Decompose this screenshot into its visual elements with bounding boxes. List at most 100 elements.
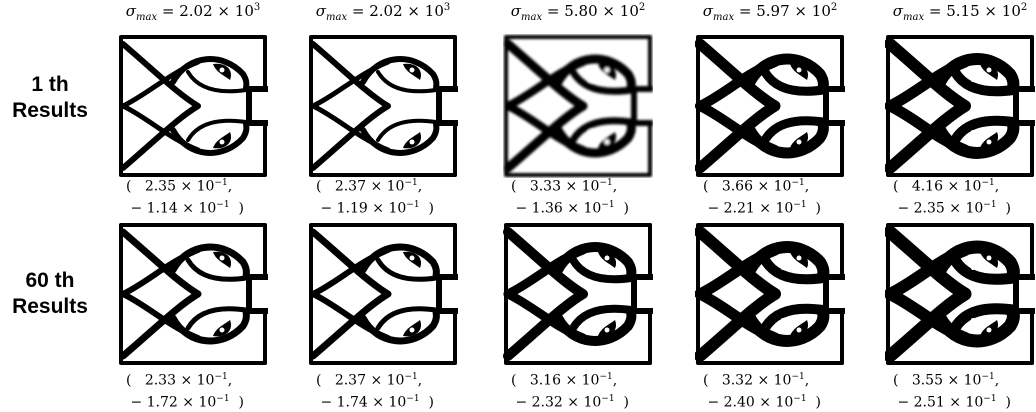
coordinate-pair: ( 3.33 × 10−1, − 1.36 × 10−1 ) [511,174,701,217]
topology-structure [885,35,1035,177]
result-panel [885,222,1035,366]
void-hole [394,318,398,322]
ten-base: 10 [424,2,444,20]
times-sign: × [217,2,230,20]
sigma-exponent: 2 [1020,2,1028,13]
equals-sign: = [928,2,942,20]
load-bracket [436,86,458,126]
coord-line-2: − 2.21 × 10−1 ) [703,199,821,217]
coord-line-1: ( 4.16 × 10−1, [893,178,1000,195]
topology-structure [695,223,845,365]
void-hole [796,67,802,73]
void-hole [971,78,975,82]
lower-loop [950,115,1018,145]
upper-loop [375,257,439,282]
void-hole [604,139,610,145]
upper-loop [360,56,440,92]
void-hole [796,255,802,261]
load-bracket [1013,274,1035,314]
topology-structure [885,223,1035,365]
equals-sign: = [351,2,365,20]
sigma-subscript: max [136,12,158,23]
coord-line-1: ( 2.33 × 10−1, [126,372,233,389]
coord-line-1: ( 3.32 × 10−1, [703,372,810,389]
sigma-exponent: 3 [443,2,451,13]
truss-member [310,41,391,171]
void-hole [204,78,208,82]
lower-loop [375,306,439,331]
coord-line-2: − 2.40 × 10−1 ) [703,393,821,411]
column-header-sigma-max: σmax = 5.80 × 102 [483,2,673,23]
lower-loop [170,120,250,156]
void-hole [204,318,208,322]
row-label-line1: 60 th [25,269,75,292]
void-hole [986,255,992,261]
coordinate-pair: ( 2.35 × 10−1, − 1.14 × 10−1 ) [126,174,316,217]
topology-structure [503,223,653,365]
upper-loop [185,257,249,282]
sigma-symbol: σ [315,2,326,20]
upper-loop [186,70,248,94]
void-hole [971,130,975,134]
column-header-sigma-max: σmax = 2.02 × 103 [288,2,478,23]
coord-line-2: − 2.32 × 10−1 ) [511,393,629,411]
load-bracket [246,86,268,126]
load-bracket [631,274,653,314]
void-hole [781,78,785,82]
lower-loop [553,306,637,346]
sigma-exponent: 3 [253,2,261,13]
coord-line-2: − 1.74 × 10−1 ) [316,393,434,411]
void-hole [589,78,593,82]
sigma-mantissa: 2.02 [179,2,213,20]
topology-structure [119,223,268,365]
result-panel [118,222,268,366]
result-panel [503,34,653,178]
sigma-symbol: σ [510,2,521,20]
coord-line-1: ( 3.55 × 10−1, [893,372,1000,389]
coord-line-2: − 2.35 × 10−1 ) [893,199,1011,217]
coordinate-pair: ( 3.66 × 10−1, − 2.21 × 10−1 ) [703,174,893,217]
void-hole [219,139,225,145]
coordinate-pair: ( 2.37 × 10−1, − 1.74 × 10−1 ) [316,368,506,411]
void-hole [409,327,415,333]
sigma-mantissa: 5.15 [946,2,980,20]
void-hole [394,130,398,134]
result-panel [885,34,1035,178]
upper-loop [569,68,635,95]
lower-loop [360,120,440,156]
coord-line-1: ( 3.33 × 10−1, [511,178,618,195]
result-panel [695,34,845,178]
ten-base: 10 [811,2,831,20]
void-hole [971,318,975,322]
upper-loop [359,243,440,281]
lower-loop [760,303,828,333]
result-panel [308,222,458,366]
void-hole [219,255,225,261]
load-bracket [823,86,845,126]
void-hole [796,327,802,333]
upper-loop [169,243,250,281]
void-hole [409,67,415,73]
ten-base: 10 [619,2,639,20]
topology-structure [309,223,458,365]
sigma-symbol: σ [892,2,903,20]
sigma-subscript: max [713,12,735,23]
upper-loop [170,56,250,92]
coord-line-1: ( 2.37 × 10−1, [316,372,423,389]
void-hole [589,266,593,270]
void-hole [971,266,975,270]
void-hole [589,318,593,322]
column-header-sigma-max: σmax = 2.02 × 103 [98,2,288,23]
sigma-mantissa: 2.02 [369,2,403,20]
void-hole [589,130,593,134]
truss-member [885,225,972,363]
lower-loop [185,306,249,331]
result-panel [118,34,268,178]
coord-line-1: ( 2.35 × 10−1, [126,178,233,195]
coordinate-pair: ( 4.16 × 10−1, − 2.35 × 10−1 ) [893,174,1036,217]
coord-line-1: ( 3.16 × 10−1, [511,372,618,389]
load-bracket [631,86,653,126]
void-hole [781,266,785,270]
